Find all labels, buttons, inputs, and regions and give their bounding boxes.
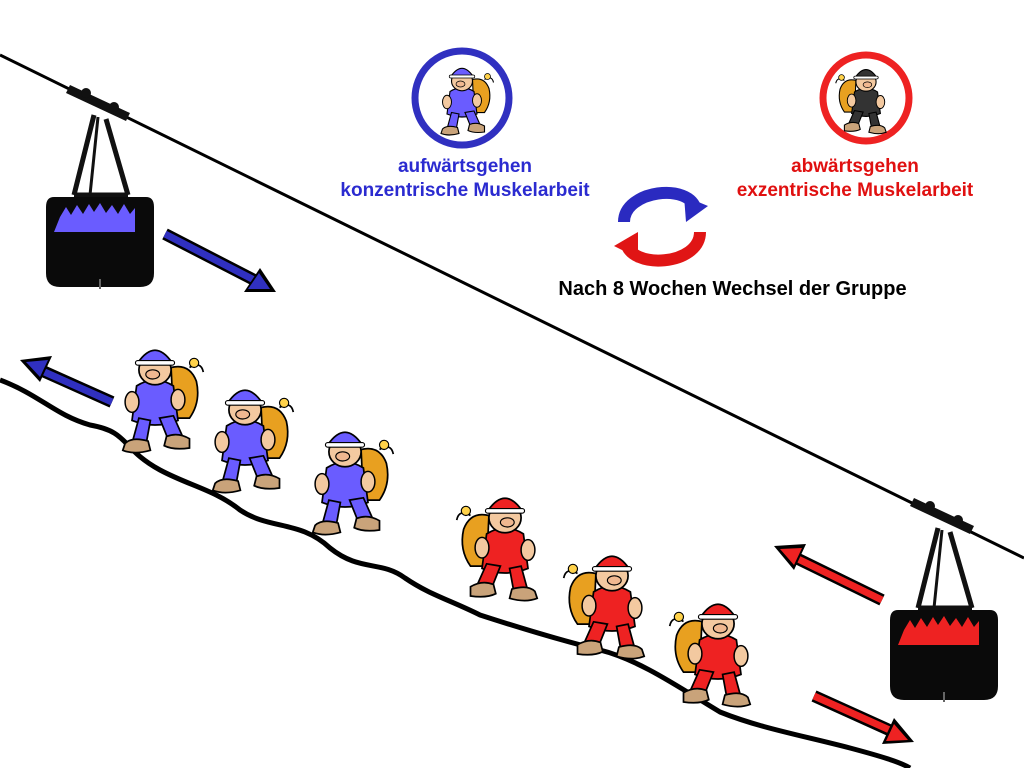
- uphill-label-line1: aufwärtsgehen: [397, 156, 533, 177]
- hiker-with-backpack-icon: [121, 349, 205, 454]
- cable-car-icon: [46, 85, 154, 289]
- downhill-label: abwärtsgehen exzentrische Muskelarbeit: [700, 155, 1010, 203]
- uphill-label: aufwärtsgehen konzentrische Muskelarbeit: [300, 155, 630, 203]
- group-switch-note: Nach 8 Wochen Wechsel der Gruppe: [558, 278, 907, 300]
- hiker-with-backpack-icon: [455, 497, 539, 602]
- cable-car-icon: [890, 498, 998, 702]
- uphill-label-line2: konzentrische Muskelarbeit: [340, 180, 590, 201]
- uphill-legend-badge: [411, 47, 513, 149]
- downhill-legend-badge: [819, 51, 913, 145]
- two-arrow-cycle-icon: [614, 186, 708, 267]
- downhill-label-line1: abwärtsgehen: [791, 156, 919, 177]
- hiker-with-backpack-icon: [211, 389, 295, 494]
- hiker-with-backpack-icon: [311, 431, 395, 536]
- arrow-down-right-red: [811, 690, 914, 744]
- downhill-label-line2: exzentrische Muskelarbeit: [736, 180, 974, 201]
- arrow-up-left-blue: [20, 356, 115, 408]
- arrow-down-right-blue: [162, 228, 276, 292]
- arrow-up-left-red: [774, 544, 885, 606]
- cable-line: [0, 53, 1024, 560]
